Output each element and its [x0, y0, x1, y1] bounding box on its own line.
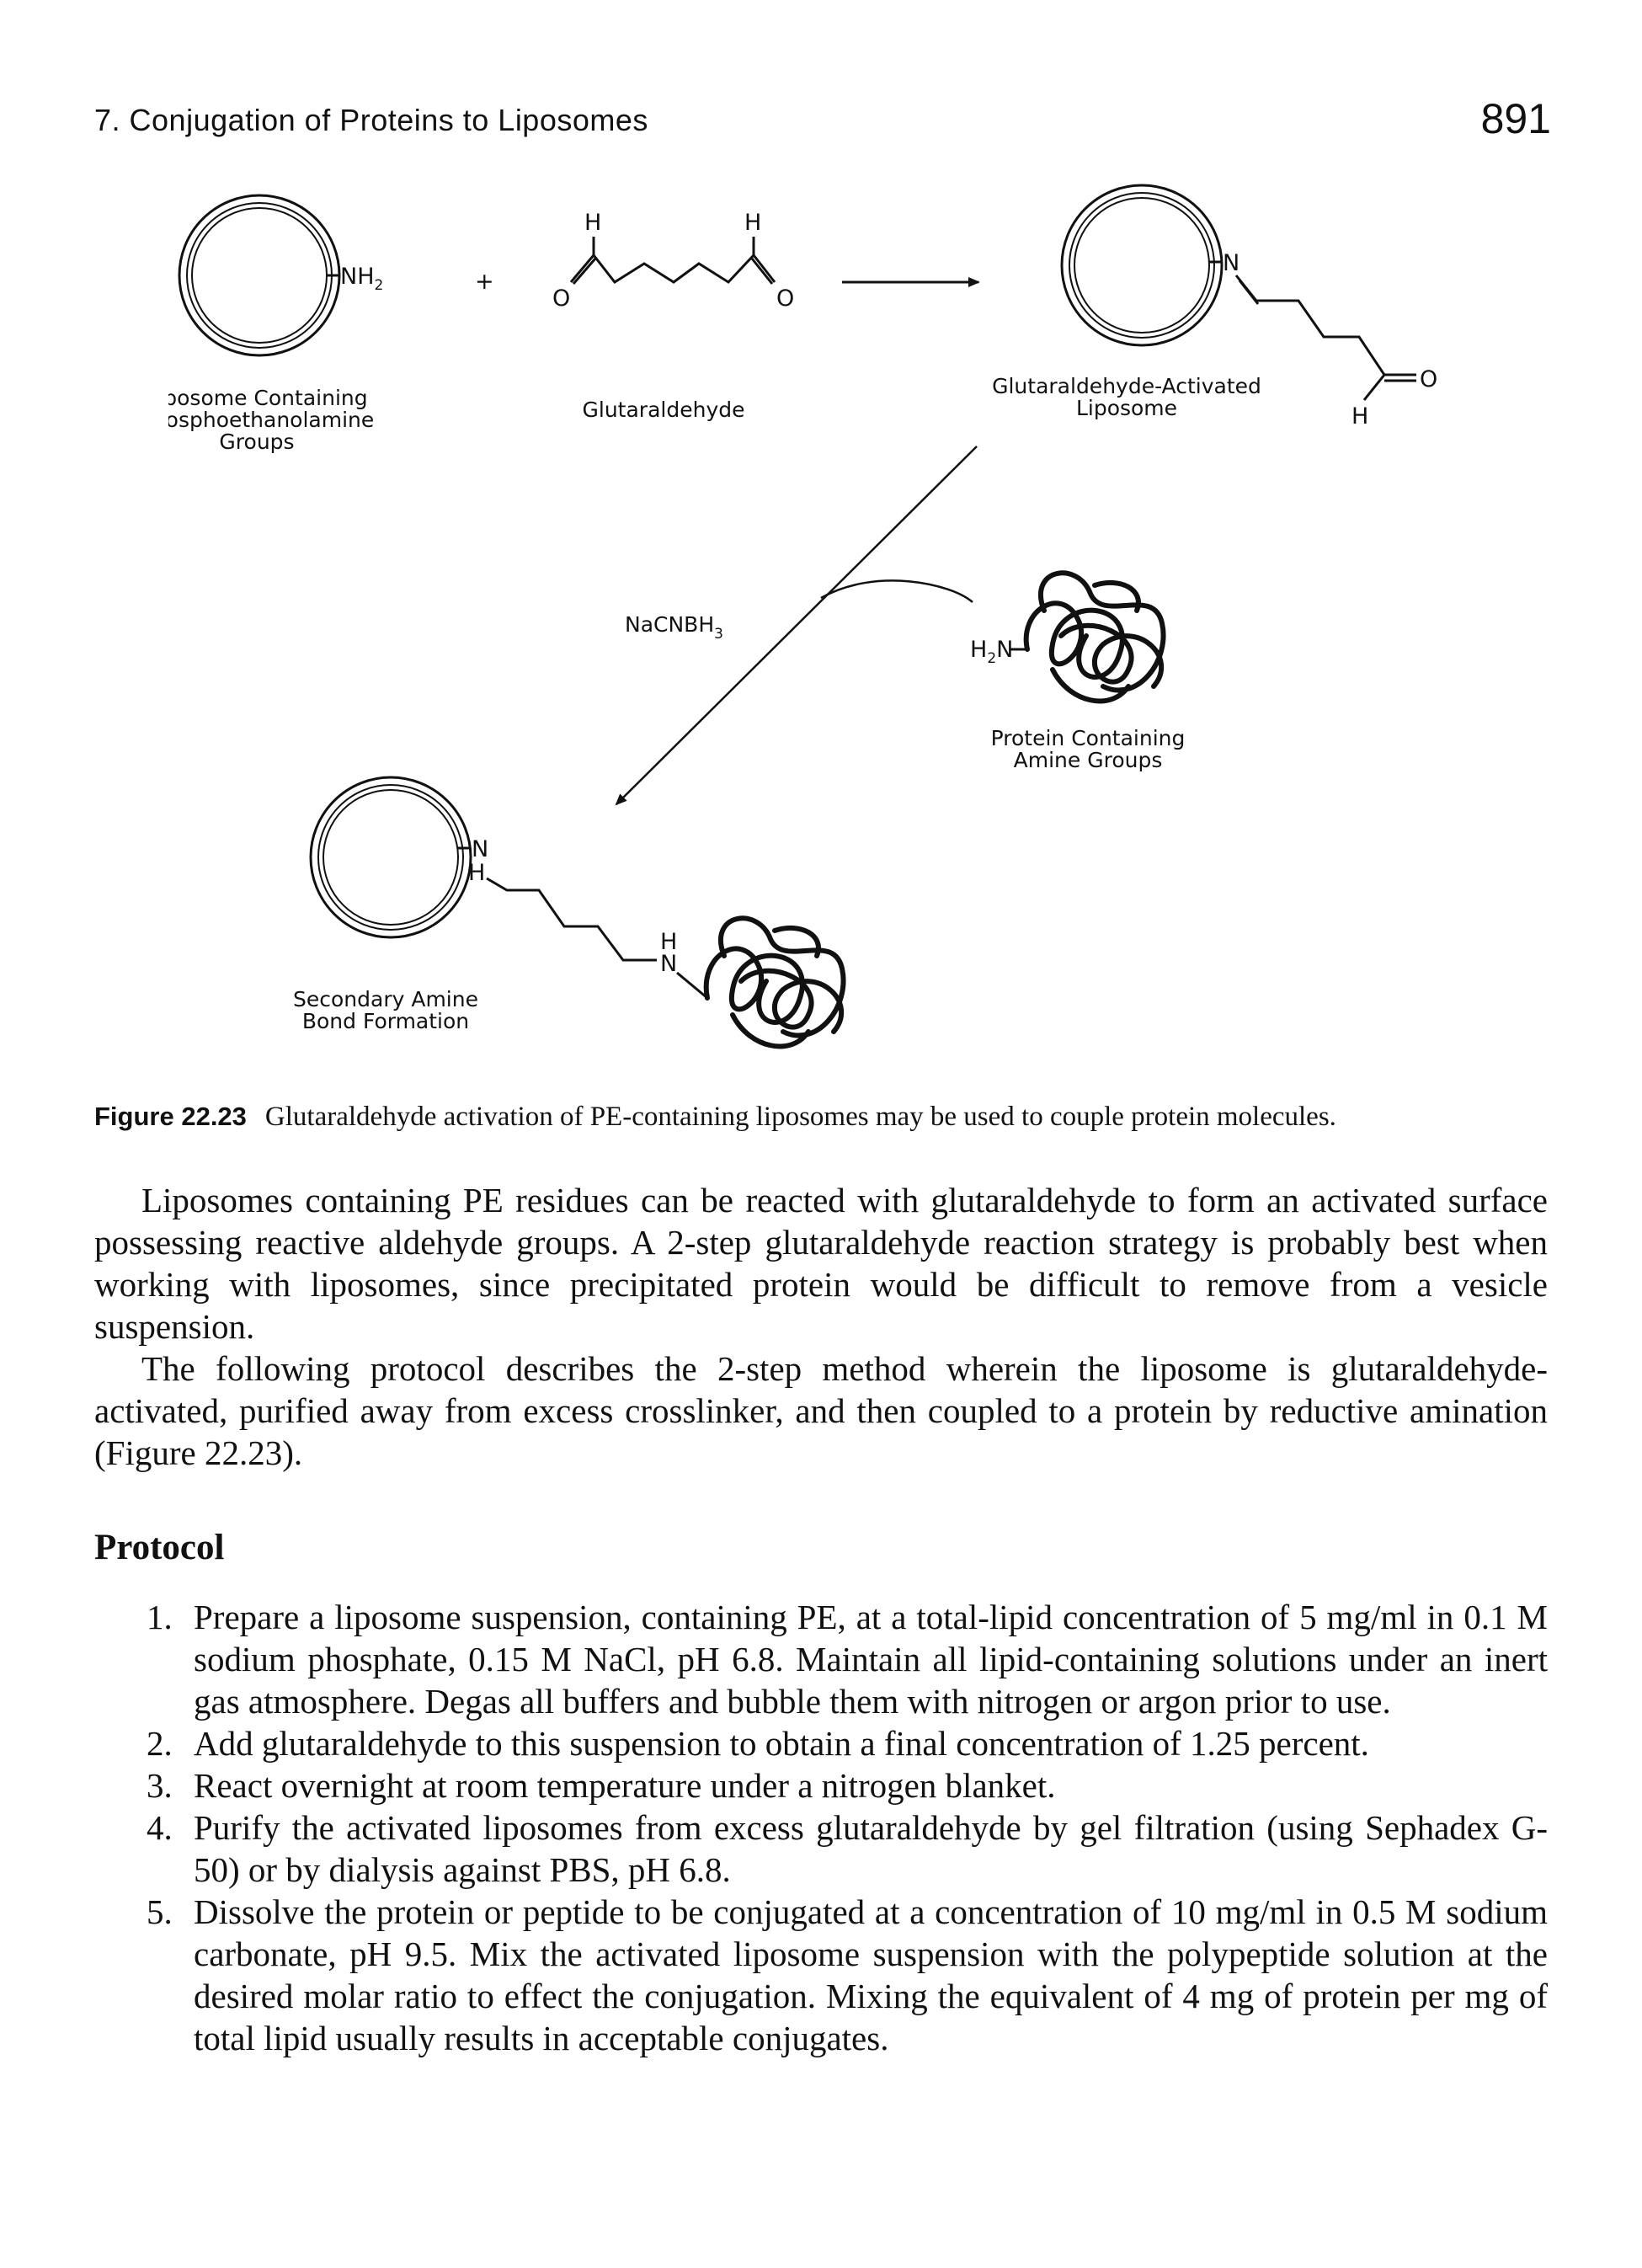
glutaraldehyde-structure: [569, 237, 776, 285]
liposome-activated: [1060, 184, 1224, 347]
atom-h-product: H: [468, 860, 485, 886]
activated-chain: [1234, 275, 1416, 401]
protocol-step: 4. Purify the activated liposomes from ex…: [94, 1806, 1548, 1891]
step-number: 2.: [147, 1724, 173, 1763]
label-liposome-pe-line3: Groups: [219, 430, 294, 454]
reduction-arrow: [615, 446, 978, 806]
running-head-title: 7. Conjugation of Proteins to Liposomes: [94, 103, 648, 137]
step-number: 3.: [147, 1766, 173, 1805]
liposome-product: [309, 776, 472, 939]
protein-coil-product: [703, 915, 846, 1049]
label-activated-line2: Liposome: [1076, 396, 1177, 420]
paragraph: Liposomes containing PE residues can be …: [94, 1181, 1548, 1346]
label-protein-line2: Amine Groups: [1014, 748, 1163, 772]
protocol-steps: 1. Prepare a liposome suspension, contain…: [94, 1596, 1548, 2059]
atom-h-right: H: [744, 210, 761, 236]
protein-coil: [1023, 570, 1166, 704]
label-liposome-pe-line1: Liposome Containing: [168, 386, 368, 410]
figure-caption: Figure 22.23 Glutaraldehyde activation of…: [94, 1102, 1559, 1133]
caption-label: Figure 22.23: [94, 1102, 247, 1131]
atom-o-left: O: [552, 286, 570, 312]
protocol-step: 5. Dissolve the protein or peptide to be …: [94, 1891, 1548, 2059]
protocol-step: 1. Prepare a liposome suspension, contain…: [94, 1596, 1548, 1722]
reaction-scheme-figure: NH2 + H H O O N O H Liposome Containing …: [168, 184, 1437, 1049]
protocol-step: 3. React overnight at room temperature un…: [94, 1764, 1548, 1806]
label-product-line1: Secondary Amine: [293, 987, 478, 1011]
plus-sign: +: [475, 269, 494, 295]
atom-n-product: N: [472, 836, 488, 862]
label-glutaraldehyde: Glutaraldehyde: [583, 398, 745, 422]
section-heading: Protocol: [94, 1528, 225, 1567]
protocol-step: 2. Add glutaraldehyde to this suspension …: [94, 1722, 1548, 1764]
atom-h-product-2: H: [660, 929, 677, 955]
atom-h-aldehyde: H: [1351, 403, 1368, 430]
step-number: 5.: [147, 1892, 173, 1931]
step-text: Dissolve the protein or peptide to be co…: [194, 1892, 1548, 2057]
atom-h2n: H2N: [970, 637, 1013, 667]
label-activated-line1: Glutaraldehyde-Activated: [992, 374, 1261, 398]
step-text: Purify the activated liposomes from exce…: [194, 1808, 1548, 1889]
label-reductant: NaCNBH3: [625, 612, 723, 643]
liposome-pe: [178, 194, 341, 357]
running-head: 7. Conjugation of Proteins to Liposomes …: [94, 94, 1551, 153]
paragraph: The following protocol describes the 2-s…: [94, 1349, 1548, 1472]
atom-n-imine: N: [1223, 250, 1239, 276]
step-text: React overnight at room temperature unde…: [194, 1766, 1056, 1805]
atom-n-product-2: N: [660, 951, 677, 977]
step-number: 1.: [147, 1598, 173, 1636]
caption-text: Glutaraldehyde activation of PE-containi…: [264, 1102, 1336, 1132]
label-liposome-pe-line2: Phosphoethanolamine: [168, 408, 374, 432]
label-protein-line1: Protein Containing: [991, 726, 1186, 750]
body-text: Liposomes containing PE residues can be …: [94, 1179, 1548, 1474]
atom-o-right: O: [776, 286, 794, 312]
protein-curve-arrow: [820, 579, 973, 603]
step-number: 4.: [147, 1808, 173, 1847]
label-product-line2: Bond Formation: [302, 1009, 469, 1033]
product-chain: [486, 877, 657, 962]
step-text: Prepare a liposome suspension, containin…: [194, 1598, 1548, 1721]
atom-h-left: H: [584, 210, 601, 236]
page-number: 891: [1480, 95, 1551, 142]
step-text: Add glutaraldehyde to this suspension to…: [194, 1724, 1369, 1763]
atom-nh2: NH2: [340, 264, 383, 294]
atom-o-aldehyde: O: [1420, 366, 1437, 392]
